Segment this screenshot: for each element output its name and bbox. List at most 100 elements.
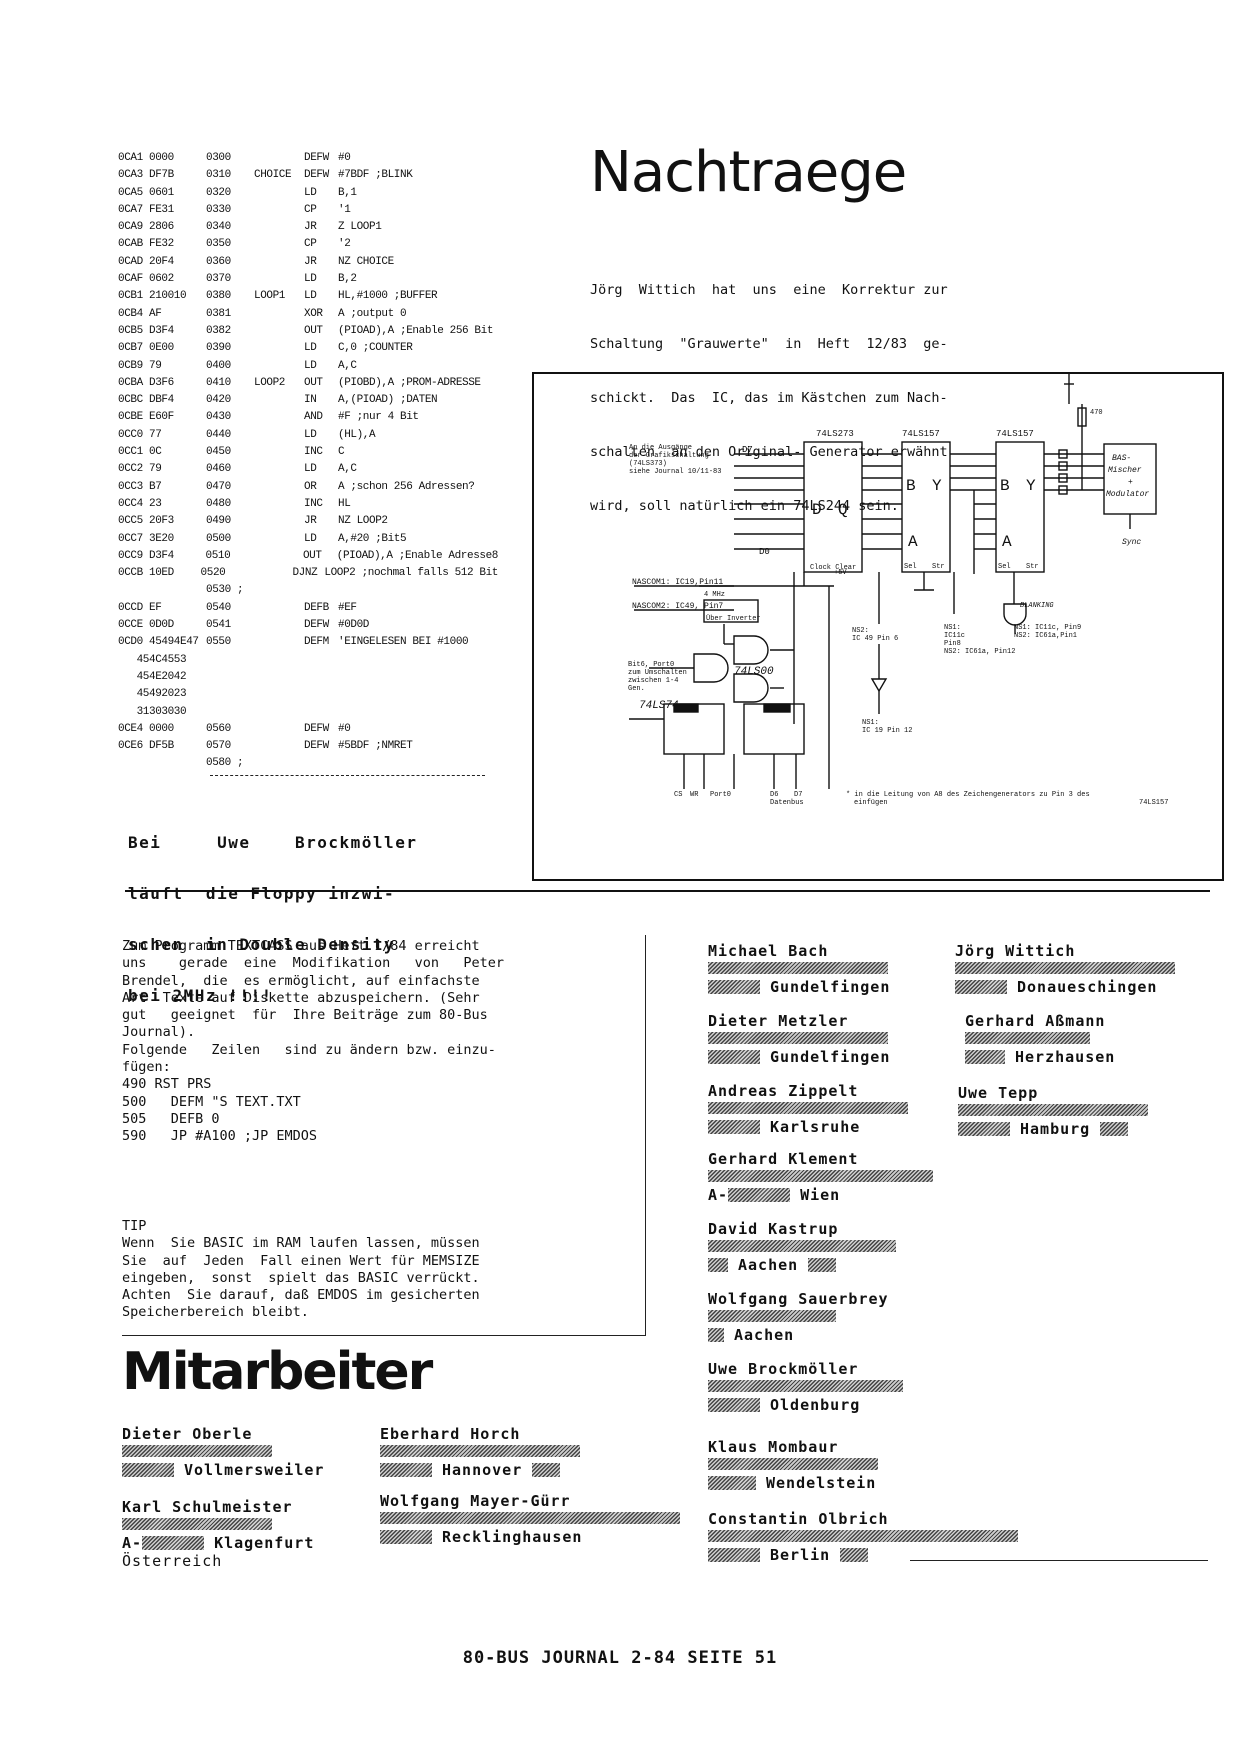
column-divider <box>645 935 646 1335</box>
schematic-frame: 74LS273 74LS157 74LS157 An die Ausgänge … <box>532 372 1224 881</box>
listing-cell <box>254 358 304 375</box>
listing-cell: 0320 <box>206 186 231 199</box>
listing-cell <box>118 582 206 599</box>
bottom-cs: CS <box>674 791 682 799</box>
listing-cell: 0CCB 10ED <box>118 567 174 580</box>
listing-cell: LD <box>304 186 317 199</box>
listing-cell <box>254 271 304 288</box>
listing-cell: 0330 <box>206 203 231 216</box>
listing-cell <box>254 652 304 669</box>
mhz-label: 4 MHz <box>704 591 725 599</box>
listing-cell: 0CD0 45494E47 <box>118 636 199 649</box>
listing-cell: 0CB5 D3F4 <box>118 324 174 337</box>
list-end-rule <box>910 1560 1208 1561</box>
listing-cell: 0CC4 23 <box>118 497 162 510</box>
input-note-4: siehe Journal 10/11-83 <box>629 468 721 476</box>
listing-cell: 0CE4 0000 <box>118 722 174 735</box>
contributor-city-line: A-Klagenfurt <box>122 1534 314 1552</box>
listing-cell <box>304 669 338 686</box>
ff-label: 74LS74 <box>639 700 679 712</box>
contributor-city: Wien <box>800 1186 841 1204</box>
listing-cell <box>254 392 304 409</box>
redacted-block <box>808 1258 837 1272</box>
redacted-postcode <box>708 1328 724 1342</box>
section-divider <box>125 890 1210 892</box>
bit6-line3: zwischen 1-4 <box>628 677 678 685</box>
listing-cell: 0450 <box>206 446 231 459</box>
ns-mid-4: NS2: IC61a, Pin12 <box>944 648 1015 656</box>
listing-cell: 0382 <box>206 324 231 337</box>
footnote-line1: * in die Leitung von A8 des Zeichengener… <box>846 791 1090 799</box>
listing-cell <box>254 185 304 202</box>
listing-cell: (PIOAD),A ;Enable 256 Bit <box>338 324 494 337</box>
contributor-name: Uwe Brockmöller <box>708 1360 859 1378</box>
redacted-block <box>840 1548 869 1562</box>
listing-cell: 31303030 <box>118 705 187 718</box>
contributor-city: Berlin <box>770 1546 831 1564</box>
listing-cell: INC <box>304 446 323 459</box>
d0-label: D0 <box>759 547 770 557</box>
contributor-city-line: Berlin <box>708 1546 1018 1564</box>
listing-cell: LD <box>304 428 317 441</box>
listing-row: 454E2042 <box>118 669 498 686</box>
listing-cell <box>304 652 338 669</box>
redacted-address-bar <box>122 1445 272 1457</box>
clock-label: Clock Clear <box>810 564 856 572</box>
listing-cell <box>254 496 304 513</box>
contributor-city: Oldenburg <box>770 1396 861 1414</box>
listing-cell <box>254 202 304 219</box>
listing-cell: (PIOAD),A ;Enable Adresse8 <box>336 549 499 562</box>
contributor-city-line: Donaueschingen <box>955 978 1175 996</box>
contributor-city: Aachen <box>738 1256 799 1274</box>
listing-cell: LOOP2 <box>254 376 286 389</box>
country-prefix: A- <box>708 1186 729 1204</box>
listing-cell: CP <box>304 238 317 251</box>
text-line: 490 RST PRS <box>122 1076 212 1093</box>
contributor-city-line: Karlsruhe <box>708 1118 908 1136</box>
redacted-postcode <box>728 1188 791 1202</box>
listing-cell: 0CC7 3E20 <box>118 532 174 545</box>
mischer-1: BAS- <box>1112 454 1131 463</box>
listing-cell: #0 <box>338 722 351 735</box>
text-line: schickt. Das IC, das im Kästchen zum Nac… <box>590 390 948 406</box>
sync-label: Sync <box>1122 538 1141 547</box>
listing-cell: 45492023 <box>118 688 187 701</box>
listing-cell <box>338 704 498 721</box>
circuit-diagram: 74LS273 74LS157 74LS157 An die Ausgänge … <box>628 374 1168 807</box>
note-line: bei 2MHz !!!! <box>128 986 273 1005</box>
d-pin-label: D <box>812 501 822 519</box>
ns-mid-2: IC11c <box>944 632 965 640</box>
listing-cell: 0570 <box>206 740 231 753</box>
listing-cell <box>254 409 304 426</box>
listing-cell: DEFW <box>304 722 329 735</box>
listing-cell: 0480 <box>206 497 231 510</box>
listing-cell: A ;output 0 <box>338 307 407 320</box>
nachtraege-text: Jörg Wittich hat uns eine Korrektur zur … <box>590 245 948 533</box>
page-footer: 80-BUS JOURNAL 2-84 SEITE 51 <box>462 1648 778 1668</box>
vcc-label: +5V <box>834 569 847 577</box>
redacted-postcode <box>380 1530 432 1544</box>
listing-cell: OR <box>304 480 317 493</box>
nascom2-label: NASCOM2: IC49, Pin7 <box>632 602 723 611</box>
listing-cell: 0CBE E60F <box>118 411 174 424</box>
listing-cell: NZ CHOICE <box>338 255 394 268</box>
listing-cell <box>254 704 304 721</box>
text-line: Speicherbereich bleibt. <box>122 1304 309 1321</box>
contributor-city-line: Wendelstein <box>708 1474 878 1492</box>
redacted-address-bar <box>708 1032 888 1044</box>
listing-end-rule <box>210 775 485 776</box>
contributor-name: David Kastrup <box>708 1220 839 1238</box>
listing-cell: 0550 <box>206 636 231 649</box>
listing-cell: 0CE6 DF5B <box>118 740 174 753</box>
blanking-label: BLANKING <box>1020 602 1054 610</box>
footnote-line2: 74LS157 <box>1139 799 1168 807</box>
listing-cell: C <box>338 446 345 459</box>
